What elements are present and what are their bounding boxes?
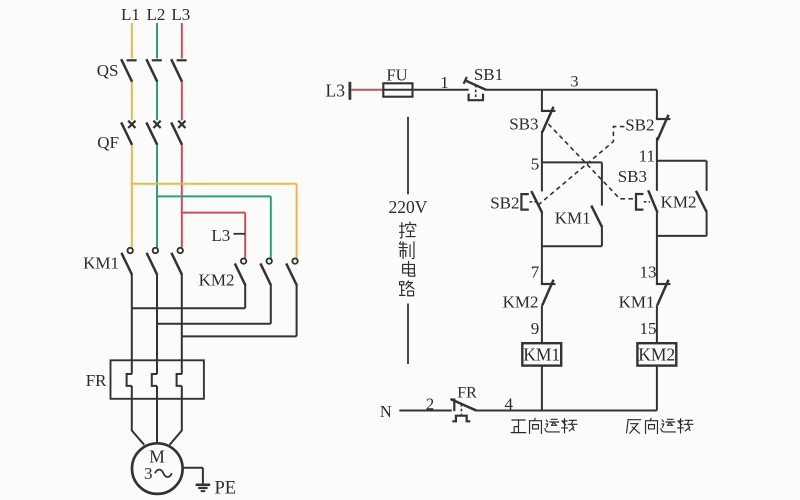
svg-text:L3: L3 xyxy=(171,5,190,24)
svg-text:SB3: SB3 xyxy=(509,115,538,134)
svg-text:KM2: KM2 xyxy=(638,345,675,365)
svg-text:4: 4 xyxy=(505,395,514,414)
svg-text:KM2: KM2 xyxy=(661,193,697,212)
svg-text:KM2: KM2 xyxy=(199,271,235,290)
svg-text:SB3: SB3 xyxy=(618,167,647,186)
svg-text:QF: QF xyxy=(97,133,119,152)
svg-text:2: 2 xyxy=(426,395,435,414)
svg-text:3: 3 xyxy=(144,464,153,483)
svg-text:220V: 220V xyxy=(389,197,428,217)
svg-text:L3: L3 xyxy=(211,226,230,245)
svg-text:1: 1 xyxy=(440,73,449,92)
svg-text:SB2: SB2 xyxy=(490,194,519,213)
svg-text:15: 15 xyxy=(640,319,657,338)
svg-text:5: 5 xyxy=(531,155,540,174)
svg-text:L1: L1 xyxy=(121,5,140,24)
svg-text:7: 7 xyxy=(531,263,540,282)
svg-text:KM2: KM2 xyxy=(503,293,539,312)
svg-text:FR: FR xyxy=(86,371,107,390)
svg-text:9: 9 xyxy=(531,319,540,338)
svg-text:13: 13 xyxy=(640,263,657,282)
svg-text:FR: FR xyxy=(457,385,477,402)
svg-text:KM1: KM1 xyxy=(555,209,591,228)
svg-text:SB2: SB2 xyxy=(625,116,654,135)
svg-text:11: 11 xyxy=(639,147,655,166)
svg-text:L2: L2 xyxy=(147,5,166,24)
svg-text:KM1: KM1 xyxy=(83,254,119,273)
svg-text:KM1: KM1 xyxy=(619,293,655,312)
svg-text:3: 3 xyxy=(571,74,579,91)
svg-text:QS: QS xyxy=(97,61,119,80)
svg-text:PE: PE xyxy=(215,479,237,499)
svg-text:M: M xyxy=(149,447,165,467)
svg-text:KM1: KM1 xyxy=(523,345,560,365)
svg-text:SB1: SB1 xyxy=(474,65,503,84)
svg-text:FU: FU xyxy=(386,66,407,85)
svg-text:L3: L3 xyxy=(326,81,346,101)
svg-text:N: N xyxy=(380,402,392,421)
